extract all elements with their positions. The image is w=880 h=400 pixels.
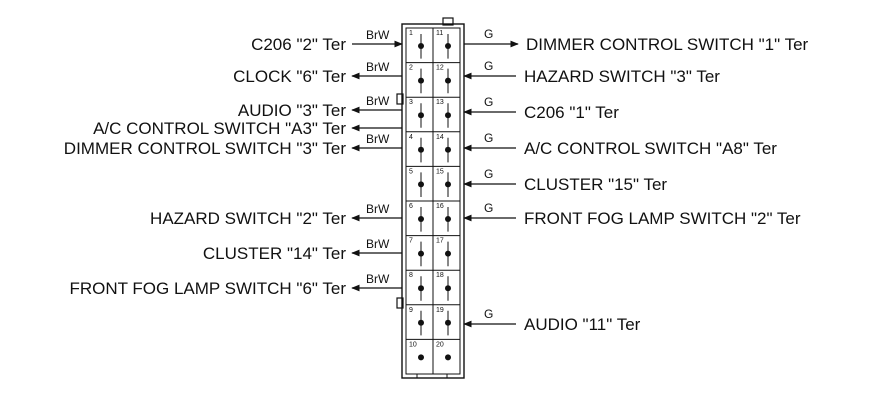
- pin-terminal: [418, 77, 424, 84]
- pin-number: 17: [436, 238, 444, 245]
- wire-color-code: BrW: [366, 132, 390, 146]
- pin-number: 11: [436, 30, 443, 37]
- left-wire: A/C CONTROL SWITCH "A3" Ter: [93, 119, 402, 138]
- pin-number: 14: [436, 134, 444, 141]
- wire-destination-label: A/C CONTROL SWITCH "A8" Ter: [524, 139, 777, 158]
- wire-destination-label: DIMMER CONTROL SWITCH "3" Ter: [64, 139, 347, 158]
- pin-terminal: [418, 181, 424, 188]
- pin-terminal: [418, 319, 424, 326]
- pin-terminal: [445, 146, 451, 153]
- right-wire: G C206 "1" Ter: [463, 95, 619, 122]
- pin-terminal: [445, 319, 451, 326]
- pin-terminal: [445, 354, 451, 361]
- wire-color-code: G: [484, 167, 493, 181]
- pin-terminal: [418, 354, 424, 361]
- pin-number: 6: [409, 203, 413, 210]
- left-wire: BrW DIMMER CONTROL SWITCH "3" Ter: [64, 132, 402, 158]
- pin-number: 15: [436, 168, 444, 175]
- pin-number: 3: [409, 99, 413, 106]
- pin-terminal: [418, 285, 424, 292]
- pin-number: 9: [409, 307, 413, 314]
- pin-number: 4: [409, 134, 413, 141]
- left-wire: BrW AUDIO "3" Ter: [238, 94, 402, 120]
- wire-color-code: G: [484, 95, 493, 109]
- wire-destination-label: C206 "2" Ter: [251, 35, 346, 54]
- connector-grid: [406, 62, 460, 340]
- wire-destination-label: FRONT FOG LAMP SWITCH "6" Ter: [69, 279, 346, 298]
- pin-terminal: [445, 77, 451, 84]
- pin-number: 18: [436, 272, 444, 279]
- pin-number: 1: [409, 30, 413, 37]
- pin-terminal: [418, 216, 424, 222]
- wire-color-code: G: [484, 131, 493, 145]
- wire-color-code: G: [484, 307, 493, 321]
- wire-color-code: BrW: [366, 28, 390, 42]
- wire-color-code: BrW: [366, 237, 390, 251]
- wire-destination-label: C206 "1" Ter: [524, 103, 619, 122]
- pin-number: 2: [409, 65, 413, 72]
- left-wire: BrW C206 "2" Ter: [251, 28, 403, 54]
- pin-number: 19: [436, 307, 444, 314]
- wire-destination-label: A/C CONTROL SWITCH "A3" Ter: [93, 119, 346, 138]
- wire-color-code: BrW: [366, 60, 390, 74]
- pin-terminal: [445, 112, 451, 119]
- wire-destination-label: DIMMER CONTROL SWITCH "1" Ter: [526, 35, 809, 54]
- pin-terminal: [445, 216, 451, 222]
- left-wire: BrW HAZARD SWITCH "2" Ter: [150, 202, 402, 228]
- right-wire: G FRONT FOG LAMP SWITCH "2" Ter: [463, 201, 801, 228]
- pin-terminal: [445, 43, 451, 49]
- right-wire: G CLUSTER "15" Ter: [463, 167, 667, 194]
- wire-destination-label: CLUSTER "14" Ter: [203, 244, 346, 263]
- wire-destination-label: AUDIO "3" Ter: [238, 101, 346, 120]
- left-wire: BrW CLUSTER "14" Ter: [203, 237, 402, 263]
- pin-terminal: [445, 181, 451, 188]
- pin-number: 8: [409, 272, 413, 279]
- left-wire: BrW FRONT FOG LAMP SWITCH "6" Ter: [69, 272, 402, 298]
- pin-terminal: [418, 43, 424, 49]
- wire-color-code: G: [484, 27, 493, 41]
- pin-number: 20: [436, 341, 444, 348]
- pin-terminal: [418, 250, 424, 257]
- wire-color-code: BrW: [366, 272, 390, 286]
- pin-number: 16: [436, 203, 444, 210]
- pin-number: 7: [409, 238, 413, 245]
- pin-terminal: [445, 285, 451, 292]
- right-wire: G AUDIO "11" Ter: [463, 307, 641, 334]
- wire-destination-label: HAZARD SWITCH "2" Ter: [150, 209, 346, 228]
- pin-number: 10: [409, 341, 417, 348]
- right-wire: G DIMMER CONTROL SWITCH "1" Ter: [464, 27, 809, 54]
- right-wire: G HAZARD SWITCH "3" Ter: [463, 59, 720, 86]
- pin-terminal: [418, 146, 424, 153]
- pin-number: 12: [436, 65, 444, 72]
- pin-terminal: [418, 112, 424, 119]
- wire-color-code: G: [484, 59, 493, 73]
- pin-terminal: [445, 250, 451, 257]
- right-wire: G A/C CONTROL SWITCH "A8" Ter: [463, 131, 777, 158]
- wire-color-code: BrW: [366, 94, 390, 108]
- pin-number: 13: [436, 99, 444, 106]
- pin-number: 5: [409, 168, 413, 175]
- wire-destination-label: AUDIO "11" Ter: [524, 315, 641, 334]
- wire-destination-label: FRONT FOG LAMP SWITCH "2" Ter: [524, 209, 801, 228]
- left-wire: BrW CLOCK "6" Ter: [233, 60, 402, 86]
- wire-color-code: G: [484, 201, 493, 215]
- connector-body: [396, 17, 465, 379]
- wire-destination-label: CLOCK "6" Ter: [233, 67, 346, 86]
- wire-destination-label: HAZARD SWITCH "3" Ter: [524, 67, 720, 86]
- wire-color-code: BrW: [366, 202, 390, 216]
- wire-destination-label: CLUSTER "15" Ter: [524, 175, 667, 194]
